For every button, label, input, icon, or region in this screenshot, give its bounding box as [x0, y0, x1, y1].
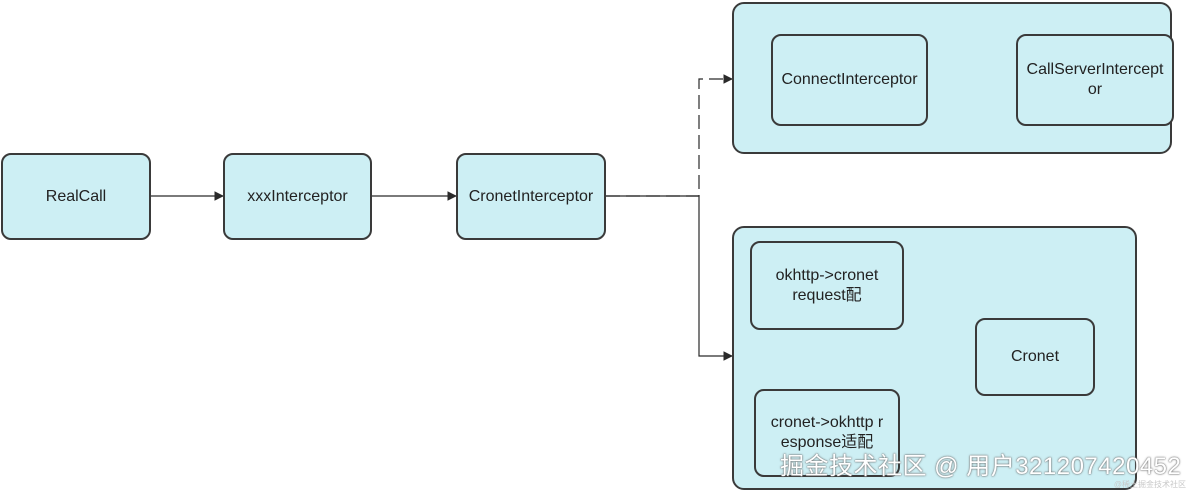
xxx-interceptor-node[interactable]: xxxInterceptor — [223, 153, 372, 240]
edge-cronet-interceptor-to-okhttp-group — [606, 74, 733, 197]
cronet-label: Cronet — [1010, 348, 1060, 365]
realcall-label: RealCall — [45, 187, 107, 205]
cronet-node[interactable]: Cronet — [975, 318, 1095, 396]
callserver-interceptor-label: CallServerInterceptor — [1026, 61, 1164, 98]
request-adapter-node[interactable]: okhttp->cronet request配 — [750, 241, 904, 330]
xxx-interceptor-label: xxxInterceptor — [247, 187, 348, 205]
response-adapter-node[interactable]: cronet->okhttp response适配 — [754, 389, 900, 477]
response-adapter-label: cronet->okhttp response适配 — [770, 414, 884, 451]
watermark-small-text: @稀土掘金技术社区 — [1113, 480, 1186, 489]
realcall-node[interactable]: RealCall — [1, 153, 151, 240]
watermark-text: 掘金技术社区 @ 用户321207420452 — [780, 453, 1182, 480]
connect-interceptor-label: ConnectInterceptor — [781, 71, 918, 88]
edge-cronet-interceptor-to-cronet-group — [606, 195, 733, 361]
cronet-interceptor-label: CronetInterceptor — [468, 187, 594, 205]
connect-interceptor-node[interactable]: ConnectInterceptor — [771, 34, 928, 126]
request-adapter-label: okhttp->cronet request配 — [775, 266, 879, 304]
cronet-interceptor-node[interactable]: CronetInterceptor — [456, 153, 606, 240]
callserver-interceptor-node[interactable]: CallServerInterceptor — [1016, 34, 1174, 126]
